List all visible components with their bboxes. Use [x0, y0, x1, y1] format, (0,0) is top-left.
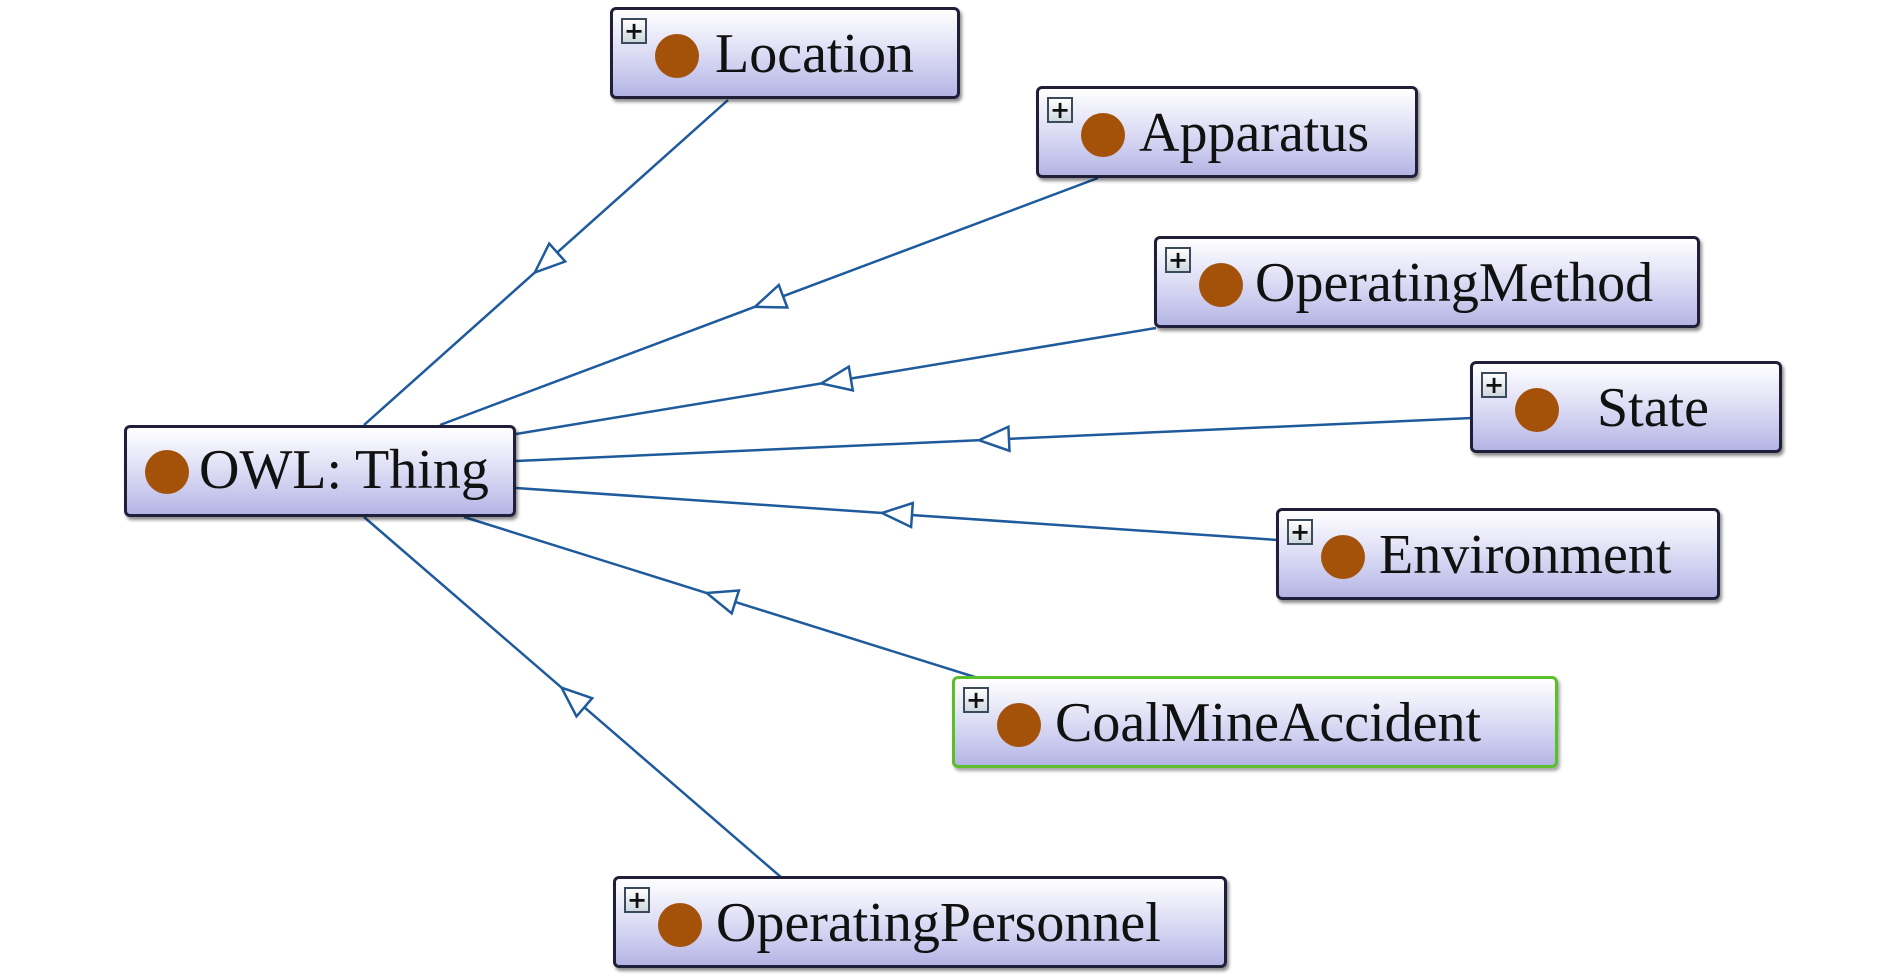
plus-square-icon[interactable]: + — [1047, 97, 1073, 123]
plus-square-icon[interactable]: + — [621, 18, 647, 44]
node-operating-personnel[interactable]: + OperatingPersonnel — [613, 876, 1227, 968]
open-triangle-arrow-icon — [532, 241, 568, 275]
node-environment[interactable]: + Environment — [1276, 508, 1720, 600]
class-circle-icon — [145, 450, 189, 494]
class-circle-icon — [1515, 388, 1559, 432]
node-apparatus[interactable]: + Apparatus — [1036, 86, 1418, 178]
class-circle-icon — [1081, 113, 1125, 157]
class-circle-icon — [1321, 535, 1365, 579]
node-location[interactable]: + Location — [610, 7, 960, 99]
plus-square-icon[interactable]: + — [1287, 519, 1313, 545]
class-circle-icon — [658, 903, 702, 947]
node-state[interactable]: + State — [1470, 361, 1782, 453]
open-triangle-arrow-icon — [703, 589, 741, 616]
open-triangle-arrow-icon — [559, 685, 595, 719]
open-triangle-arrow-icon — [751, 282, 790, 309]
class-circle-icon — [997, 703, 1041, 747]
plus-square-icon[interactable]: + — [1165, 247, 1191, 273]
plus-square-icon[interactable]: + — [624, 887, 650, 913]
node-label: Environment — [1379, 524, 1672, 586]
node-operating-method[interactable]: + OperatingMethod — [1154, 236, 1700, 328]
node-owl-thing[interactable]: OWL: Thing — [124, 425, 516, 517]
class-circle-icon — [655, 34, 699, 78]
node-label: OWL: Thing — [199, 439, 489, 501]
node-label: OperatingPersonnel — [716, 892, 1161, 954]
node-label: Apparatus — [1139, 102, 1370, 164]
node-label: State — [1597, 377, 1709, 439]
node-label: OperatingMethod — [1255, 252, 1654, 314]
plus-square-icon[interactable]: + — [963, 687, 989, 713]
plus-square-icon[interactable]: + — [1481, 372, 1507, 398]
node-label: CoalMineAccident — [1055, 692, 1482, 754]
node-coal-mine-accident[interactable]: + CoalMineAccident — [952, 676, 1558, 768]
open-triangle-arrow-icon — [878, 501, 915, 529]
open-triangle-arrow-icon — [975, 424, 1011, 453]
open-triangle-arrow-icon — [817, 364, 855, 393]
class-circle-icon — [1199, 263, 1243, 307]
node-label: Location — [715, 23, 915, 85]
